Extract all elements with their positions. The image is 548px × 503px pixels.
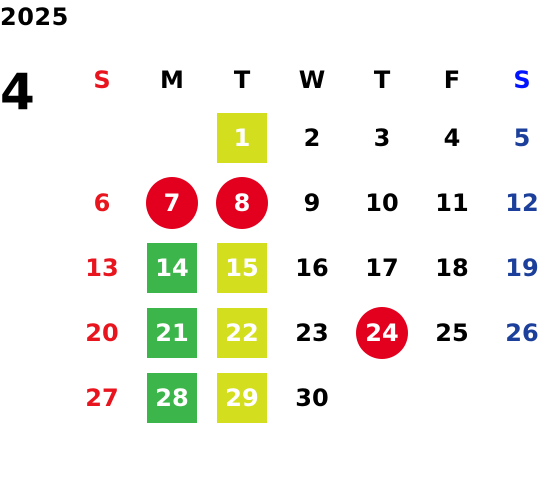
day-highlight-red: 24: [356, 306, 408, 359]
calendar-day[interactable]: 24: [347, 300, 417, 365]
day-highlight-red: 8: [216, 176, 268, 229]
calendar-day[interactable]: 27: [85, 383, 119, 412]
calendar-day[interactable]: 8: [207, 170, 277, 235]
day-highlight-lime: 15: [217, 242, 267, 293]
weekday-header-thursday: T: [373, 66, 391, 94]
day-highlight-lime: 29: [217, 372, 267, 423]
calendar-day[interactable]: 1: [207, 105, 277, 170]
calendar-day[interactable]: 12: [505, 188, 539, 217]
day-highlight-red: 7: [146, 176, 198, 229]
calendar-day[interactable]: 10: [365, 188, 399, 217]
calendar-day[interactable]: 11: [435, 188, 469, 217]
calendar-empty-cell: [137, 105, 207, 170]
calendar-day[interactable]: 15: [207, 235, 277, 300]
calendar-day[interactable]: 9: [303, 188, 321, 217]
day-highlight-lime: 22: [217, 307, 267, 358]
calendar-day[interactable]: 20: [85, 318, 119, 347]
calendar-empty-cell: [487, 365, 548, 430]
calendar-day[interactable]: 7: [137, 170, 207, 235]
calendar-day[interactable]: 17: [365, 253, 399, 282]
calendar-day[interactable]: 5: [513, 123, 531, 152]
calendar-day[interactable]: 30: [295, 383, 329, 412]
day-highlight-green: 14: [147, 242, 197, 293]
calendar-day[interactable]: 22: [207, 300, 277, 365]
calendar-empty-cell: [417, 365, 487, 430]
weekday-header-tuesday: T: [233, 66, 251, 94]
calendar-day[interactable]: 6: [93, 188, 111, 217]
day-highlight-green: 21: [147, 307, 197, 358]
calendar-day[interactable]: 2: [303, 123, 321, 152]
calendar-day[interactable]: 4: [443, 123, 461, 152]
day-highlight-green: 28: [147, 372, 197, 423]
calendar-day[interactable]: 18: [435, 253, 469, 282]
calendar-day[interactable]: 28: [137, 365, 207, 430]
calendar-day[interactable]: 19: [505, 253, 539, 282]
weekday-header-monday: M: [160, 66, 184, 94]
calendar-day[interactable]: 3: [373, 123, 391, 152]
month-label: 4: [0, 63, 35, 121]
calendar-day[interactable]: 21: [137, 300, 207, 365]
day-highlight-lime: 1: [217, 112, 267, 163]
weekday-header-saturday: S: [513, 66, 531, 94]
calendar-day[interactable]: 16: [295, 253, 329, 282]
calendar-day[interactable]: 26: [505, 318, 539, 347]
calendar-empty-cell: [347, 365, 417, 430]
calendar-day[interactable]: 14: [137, 235, 207, 300]
calendar-day[interactable]: 29: [207, 365, 277, 430]
weekday-header-sunday: S: [93, 66, 111, 94]
calendar-day[interactable]: 23: [295, 318, 329, 347]
weekday-header-wednesday: W: [298, 66, 326, 94]
calendar-day[interactable]: 13: [85, 253, 119, 282]
year-label: 2025: [0, 3, 69, 31]
calendar-day[interactable]: 25: [435, 318, 469, 347]
calendar-empty-cell: [67, 105, 137, 170]
weekday-header-friday: F: [443, 66, 461, 94]
